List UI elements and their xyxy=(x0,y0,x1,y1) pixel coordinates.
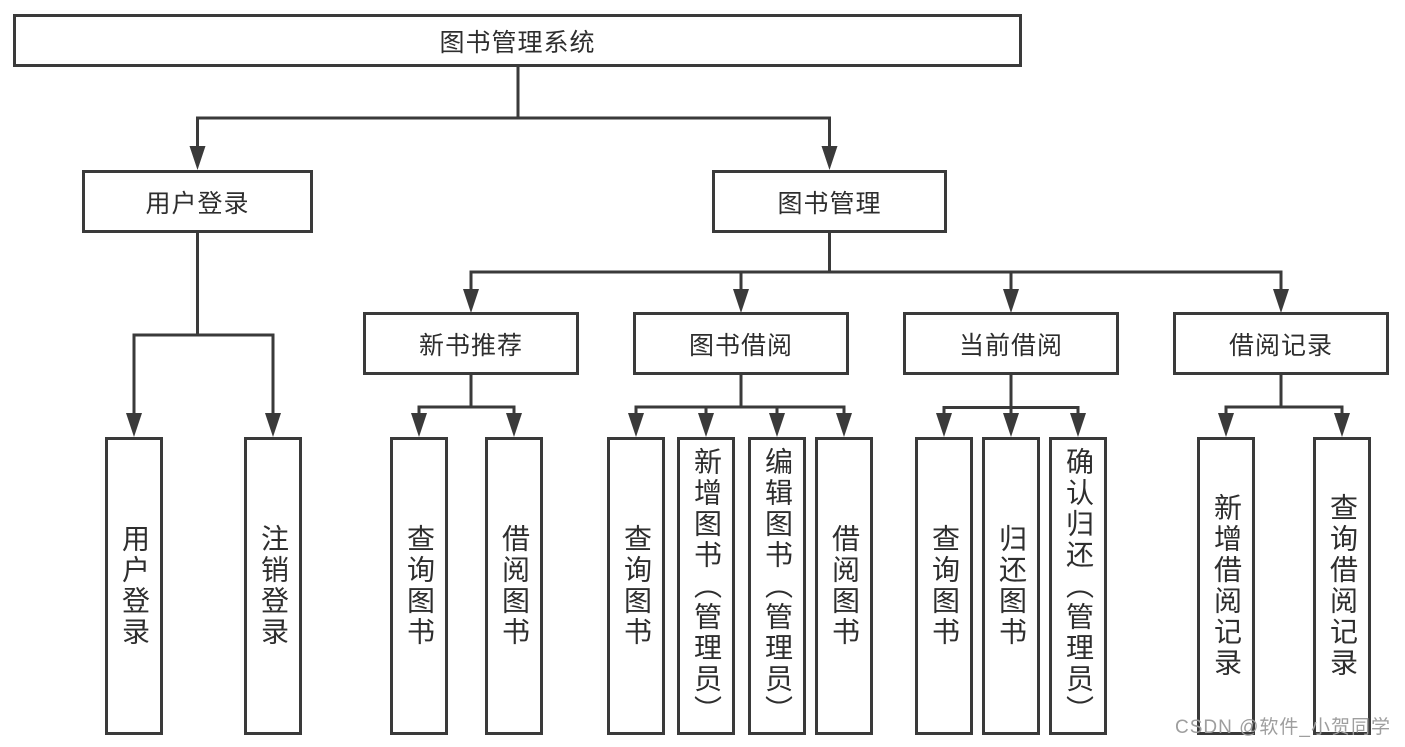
leaf-edit-book-admin: 编辑图书（管理员） xyxy=(748,437,806,735)
leaf-confirm-return-admin: 确认归还（管理员） xyxy=(1049,437,1107,735)
leaf-borrow-books-recommend: 借阅图书 xyxy=(485,437,543,735)
arrow-down-icon xyxy=(265,413,281,437)
node-user-login: 用户登录 xyxy=(82,170,313,233)
arrowheads xyxy=(126,146,1350,437)
arrow-down-icon xyxy=(698,413,714,437)
leaf-logout: 注销登录 xyxy=(244,437,302,735)
leaf-query-books-current: 查询图书 xyxy=(915,437,973,735)
node-current-borrow: 当前借阅 xyxy=(903,312,1119,375)
leaf-user-login: 用户登录 xyxy=(105,437,163,735)
leaf-borrow-books: 借阅图书 xyxy=(815,437,873,735)
arrow-down-icon xyxy=(1070,413,1086,437)
arrow-down-icon xyxy=(463,289,479,313)
leaf-add-borrow-record: 新增借阅记录 xyxy=(1197,437,1255,735)
arrow-down-icon xyxy=(836,413,852,437)
arrow-down-icon xyxy=(1273,289,1289,313)
leaf-return-book: 归还图书 xyxy=(982,437,1040,735)
leaf-query-books-recommend: 查询图书 xyxy=(390,437,448,735)
node-borrow-records: 借阅记录 xyxy=(1173,312,1389,375)
arrow-down-icon xyxy=(189,146,206,170)
leaf-add-book-admin: 新增图书（管理员） xyxy=(677,437,735,735)
csdn-watermark: CSDN @软件_小贺同学 xyxy=(1175,717,1391,738)
arrow-down-icon xyxy=(1218,413,1234,437)
arrow-down-icon xyxy=(1003,289,1019,313)
node-new-book-recommend: 新书推荐 xyxy=(363,312,579,375)
arrow-down-icon xyxy=(733,289,749,313)
leaf-query-books-borrow: 查询图书 xyxy=(607,437,665,735)
arrow-down-icon xyxy=(936,413,952,437)
arrow-down-icon xyxy=(821,146,838,170)
arrow-down-icon xyxy=(411,413,427,437)
node-library-system: 图书管理系统 xyxy=(13,14,1022,67)
node-book-management: 图书管理 xyxy=(712,170,947,233)
connector-lines xyxy=(132,66,1344,415)
node-book-borrow: 图书借阅 xyxy=(633,312,849,375)
arrow-down-icon xyxy=(126,413,142,437)
arrow-down-icon xyxy=(506,413,522,437)
leaf-query-borrow-record: 查询借阅记录 xyxy=(1313,437,1371,735)
arrow-down-icon xyxy=(769,413,785,437)
arrow-down-icon xyxy=(628,413,644,437)
arrow-down-icon xyxy=(1334,413,1350,437)
arrow-down-icon xyxy=(1003,413,1019,437)
